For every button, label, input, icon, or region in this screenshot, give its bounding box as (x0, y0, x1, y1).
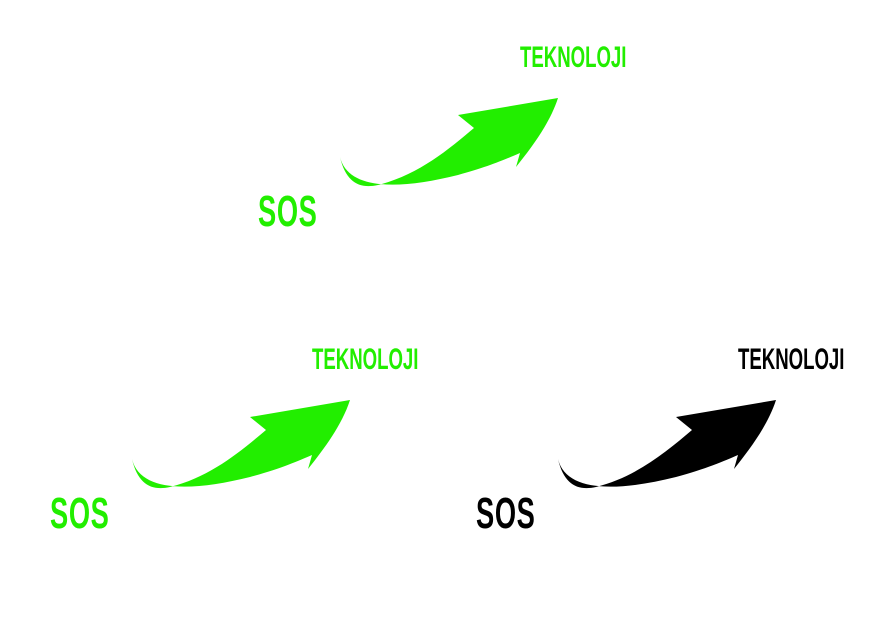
logo-green-bottom-left: TEKNOLOJI SOS (50, 342, 450, 542)
sos-text: SOS (50, 489, 110, 538)
curved-arrow-icon (558, 400, 776, 489)
sos-text: SOS (476, 489, 536, 538)
teknoloji-text: TEKNOLOJI (312, 343, 419, 376)
teknoloji-text: TEKNOLOJI (738, 343, 845, 376)
curved-arrow-icon (132, 400, 350, 489)
teknoloji-text: TEKNOLOJI (520, 41, 627, 74)
logo-black-bottom-right: TEKNOLOJI SOS (476, 342, 876, 542)
logo-green-top: TEKNOLOJI SOS (258, 40, 658, 240)
curved-arrow-icon (340, 98, 558, 187)
sos-text: SOS (258, 187, 318, 236)
